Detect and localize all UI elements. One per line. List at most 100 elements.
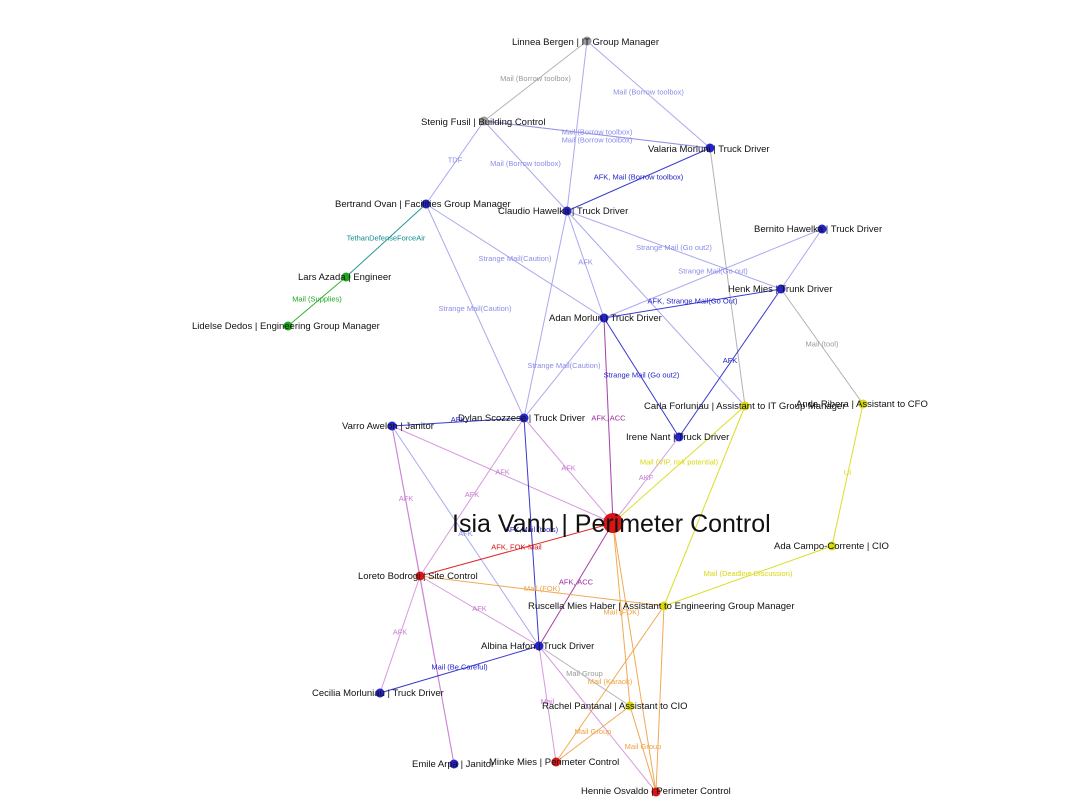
edge-n12-n17 — [831, 403, 864, 547]
edge-n4-n10 — [425, 203, 605, 319]
edge-label: Mail (Be Careful) — [431, 663, 488, 672]
edge-label: Mail (Borrow toolbox) — [562, 136, 633, 145]
node-n11[interactable] — [740, 401, 750, 411]
edge-n8-n15 — [678, 288, 782, 438]
edge-label: AKF — [639, 473, 654, 482]
node-n24[interactable] — [551, 757, 561, 767]
node-label: Minke Mies | Perimeter Control — [489, 757, 619, 768]
edge-n5-n14 — [523, 210, 568, 419]
node-n16[interactable] — [603, 513, 623, 533]
node-n22[interactable] — [625, 701, 635, 711]
node-n21[interactable] — [375, 688, 385, 698]
edge-n18-n19 — [419, 575, 665, 607]
edge-n19-n24 — [555, 605, 665, 763]
edge-n7-n9 — [287, 276, 347, 327]
node-n7[interactable] — [341, 272, 351, 282]
node-label: Lars Azada | Engineer — [298, 272, 391, 283]
edge-label: AFK — [472, 604, 487, 613]
node-label: Hennie Osvaldo | Perimeter Control — [581, 786, 731, 797]
node-label: Bernito Hawelka | Truck Driver — [754, 224, 882, 235]
node-label: Linnea Bergen | IT Group Manager — [512, 37, 659, 48]
node-n19[interactable] — [659, 601, 669, 611]
edge-label: AFK — [393, 628, 408, 637]
edge-n2-n5 — [483, 120, 568, 212]
edge-n10-n15 — [603, 317, 680, 438]
edge-n16-n18 — [419, 522, 614, 577]
node-n13[interactable] — [387, 421, 397, 431]
node-n8[interactable] — [776, 284, 786, 294]
edge-label: AFK, ACC — [559, 578, 594, 587]
edge-n13-n16 — [391, 425, 614, 524]
edge-label: AFK, ACC — [591, 414, 626, 423]
node-label: Adan Morlun | Truck Driver — [549, 313, 662, 324]
edge-n20-n21 — [379, 645, 540, 694]
edge-n8-n10 — [603, 288, 782, 319]
edge-label: Strange Mail (Go out2) — [604, 371, 680, 380]
edge-label: Mail (Borrow toolbox) — [613, 88, 684, 97]
node-label: Lidelse Dedos | Engineering Group Manage… — [192, 321, 380, 332]
edge-label: UI — [844, 468, 852, 477]
node-n9[interactable] — [283, 321, 293, 331]
node-label: Irene Nant | Truck Driver — [626, 432, 729, 443]
edge-label: Strange Mail(Caution) — [439, 304, 512, 313]
edge-n15-n16 — [612, 436, 680, 524]
edge-n1-n2 — [483, 40, 588, 122]
edge-n19-n25 — [655, 605, 665, 793]
node-n18[interactable] — [415, 571, 425, 581]
edge-n10-n16 — [603, 317, 614, 524]
node-label: Ada Campo-Corrente | CIO — [774, 541, 889, 552]
edge-n13-n20 — [391, 425, 540, 647]
edge-label: AFK — [399, 494, 414, 503]
edge-n3-n5 — [566, 147, 711, 212]
edge-n1-n3 — [586, 40, 711, 149]
node-n23[interactable] — [449, 759, 459, 769]
node-n12[interactable] — [858, 399, 868, 409]
node-n2[interactable] — [479, 116, 489, 126]
edge-label: Mail (Deadline Discussion) — [704, 569, 793, 578]
edge-n1-n5 — [566, 40, 588, 212]
edge-label: TDF — [448, 156, 463, 165]
edge-n18-n23 — [419, 575, 455, 765]
node-n25[interactable] — [651, 787, 661, 797]
node-n1[interactable] — [582, 36, 592, 46]
edge-label: Mail (Karaok) — [588, 677, 633, 686]
node-n14[interactable] — [519, 413, 529, 423]
edge-n16-n11 — [612, 405, 746, 524]
edge-label: AFK,Mail (tools) — [505, 525, 559, 534]
edge-label: Mail Group — [566, 669, 603, 678]
edge-n8-n12 — [780, 288, 864, 405]
node-label: Henk Mies | Trunk Driver — [728, 284, 832, 295]
edges-layer — [287, 40, 864, 793]
edge-label: AFK — [458, 529, 473, 538]
node-n6[interactable] — [817, 224, 827, 234]
edge-n6-n8 — [780, 228, 823, 290]
node-n10[interactable] — [599, 313, 609, 323]
node-label: Varro Awelon | Janitor — [342, 421, 434, 432]
node-n17[interactable] — [827, 541, 837, 551]
node-n15[interactable] — [674, 432, 684, 442]
node-n20[interactable] — [534, 641, 544, 651]
edge-label: Mail (Borrow toolbox) — [490, 159, 561, 168]
node-n4[interactable] — [421, 199, 431, 209]
node-label: Rachel Pantanal | Assistant to CIO — [542, 701, 688, 712]
node-n3[interactable] — [705, 143, 715, 153]
edge-n16-n22 — [612, 522, 631, 707]
edge-n16-n20 — [538, 522, 614, 647]
edge-n22-n24 — [555, 705, 631, 763]
node-label: Stenig Fusil | Building Control — [421, 117, 545, 128]
edge-label: AFK — [723, 356, 738, 365]
edge-n5-n8 — [566, 210, 782, 290]
node-n5[interactable] — [562, 206, 572, 216]
node-label: Emile Arpa | Janitor — [412, 759, 494, 770]
edge-label: AFK, FOK-Mail — [491, 543, 542, 552]
edge-label: AFK — [561, 464, 576, 473]
edge-n22-n25 — [629, 705, 657, 793]
node-label: Ruscella Mies Haber | Assistant to Engin… — [528, 601, 795, 612]
edge-n14-n18 — [419, 417, 525, 577]
node-label: Valaria Morluni | Truck Driver — [648, 144, 770, 155]
edge-label: AFK — [495, 468, 510, 477]
edge-label: AFK, Strange Mail(Go Out) — [647, 297, 738, 306]
edge-n13-n14 — [391, 417, 525, 427]
